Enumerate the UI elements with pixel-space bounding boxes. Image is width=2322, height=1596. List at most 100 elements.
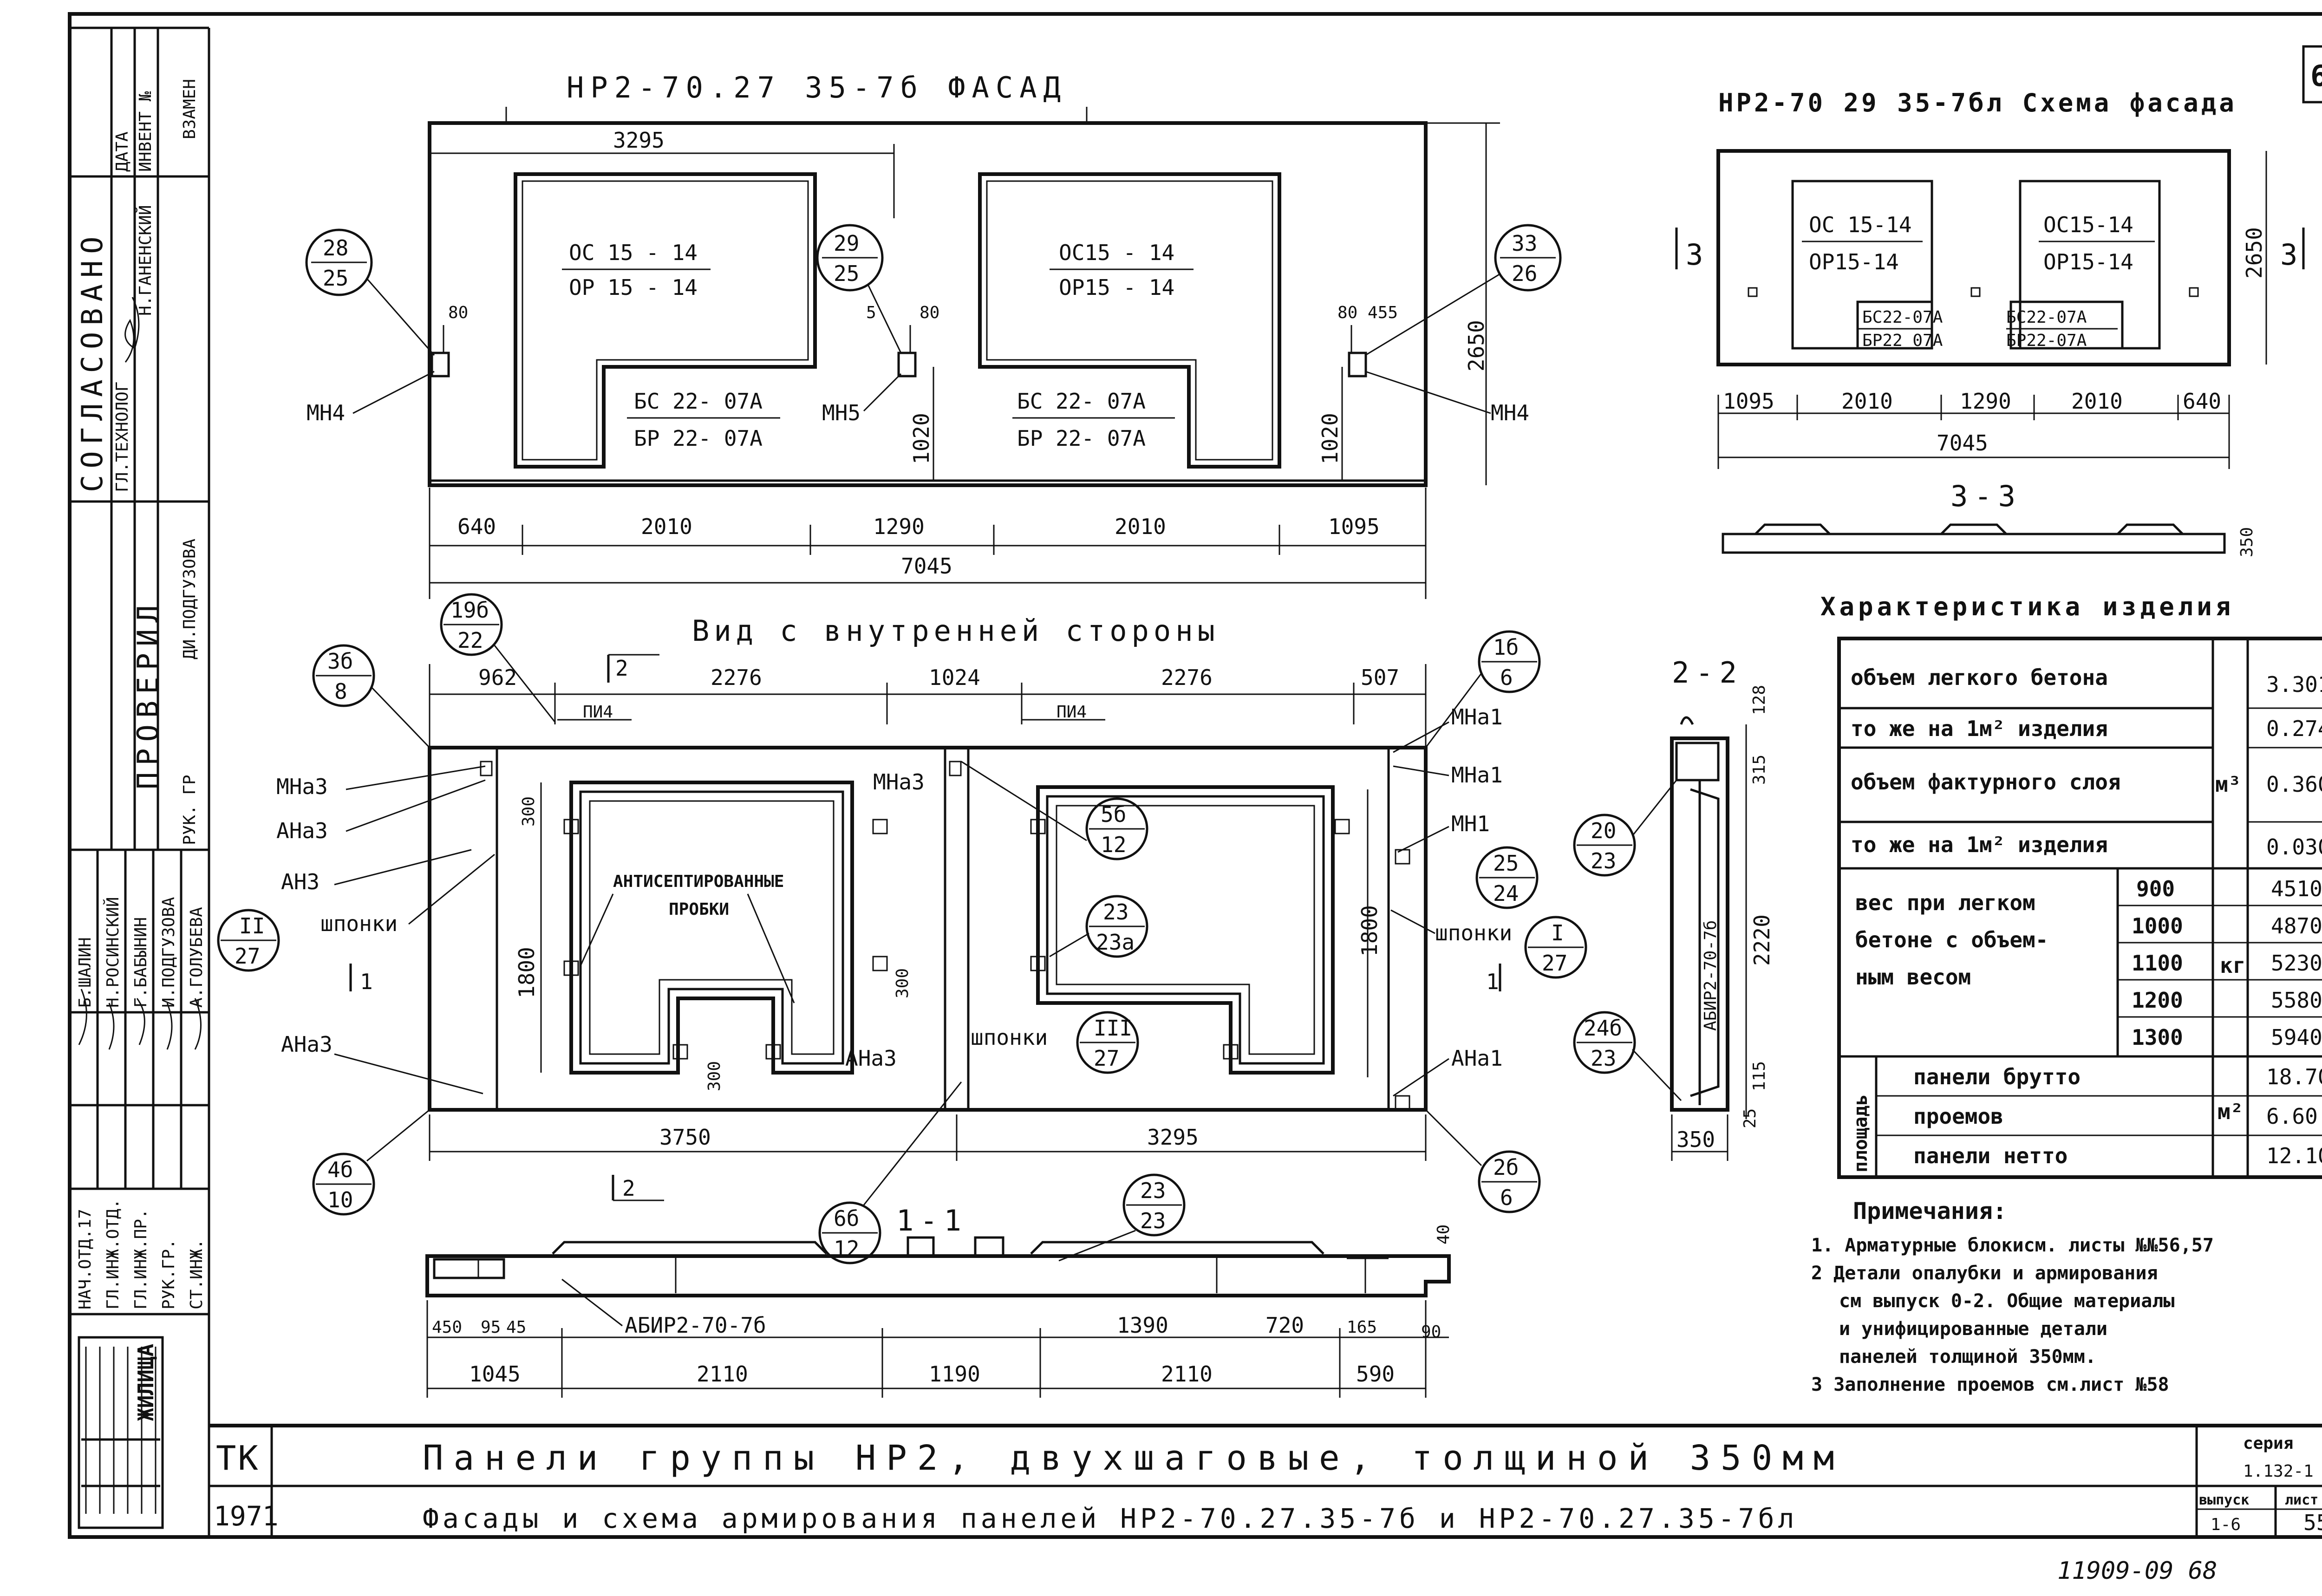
scheme-section-left: 3: [1686, 238, 1709, 272]
note-line-3: см выпуск 0-2. Общие материалы: [1839, 1290, 2174, 1312]
dim-1020-b: 1020: [1318, 413, 1343, 464]
svg-text:25: 25: [1493, 851, 1519, 876]
scheme-d2-top: БС22-07А: [2006, 308, 2087, 327]
dim-90: 90: [1421, 1322, 1441, 1342]
rebar-frame-2: [1036, 785, 1335, 1075]
issue-value: 1-6: [2211, 1515, 2241, 1534]
sheet-number-box: [2302, 45, 2322, 104]
rebar-frame-1: [569, 781, 854, 1075]
dim-2110-b: 2110: [1161, 1361, 1213, 1387]
svg-text:4б: 4б: [327, 1157, 353, 1182]
char-row-4-label: то же на 1м² изделия: [1851, 832, 2108, 857]
dim-128: 128: [1750, 685, 1769, 715]
svg-text:3б: 3б: [327, 649, 353, 674]
scheme-dim-2650: 2650: [2242, 227, 2267, 279]
scheme-dim-350: 350: [2237, 527, 2257, 557]
signer-role-3: ГЛ.ИНЖ.ПР.: [131, 1209, 150, 1309]
char-row-3-label: объем фактурного слоя: [1851, 769, 2121, 795]
svg-text:22: 22: [457, 628, 483, 653]
weight-label-1: вес при легком: [1855, 890, 2035, 915]
char-row-3-value: 0.360: [2266, 772, 2322, 797]
series-label: серия: [2243, 1434, 2293, 1453]
dim-720: 720: [1265, 1313, 1304, 1338]
unit-m2: м²: [2218, 1099, 2243, 1124]
dim-25: 25: [1741, 1108, 1760, 1128]
plate-mh4-right: [1348, 352, 1367, 378]
scheme-w1-bot: ОР15-14: [1809, 249, 1899, 274]
density-1300: 1300: [2132, 1025, 2183, 1050]
label-mh4-left: МН4: [307, 400, 345, 425]
facade-total: 7045: [901, 554, 952, 579]
area-netto-value: 12.10: [2266, 1143, 2322, 1168]
svg-text:26: 26: [1512, 261, 1537, 286]
dim-2220: 2220: [1749, 914, 1774, 966]
dim-590: 590: [1356, 1361, 1395, 1387]
label-pi4-a: ПИ4: [583, 703, 613, 722]
svg-text:III: III: [1094, 1016, 1132, 1041]
scheme-door-1: [1856, 300, 1933, 350]
facade-dim-1290: 1290: [873, 514, 925, 539]
label-mna1-a: МНа1: [1451, 704, 1503, 730]
label-mna3-a: МНа3: [276, 774, 328, 799]
svg-text:23а: 23а: [1096, 930, 1135, 955]
dim-350: 350: [1676, 1127, 1715, 1152]
scheme-w2-bot: ОР15-14: [2043, 249, 2133, 274]
unit-kg: кг: [2220, 953, 2245, 978]
facade-dim-2010-b: 2010: [1115, 514, 1166, 539]
scheme-title: НР2-70 29 35-7бл Схема фасада: [1718, 88, 2237, 117]
issue-label: выпуск: [2199, 1492, 2249, 1508]
callout-33-26: 33 26: [1365, 224, 1562, 356]
window1-bot: ОР 15 - 14: [569, 275, 698, 300]
callout-24b-23: 24б 23: [1573, 1011, 1682, 1101]
weight-1200: 5580: [2271, 988, 2322, 1013]
dim-5: 5: [866, 303, 876, 322]
area-brutto-label: панели брутто: [1913, 1064, 2081, 1089]
door2-bot: БР 22- 07А: [1017, 426, 1146, 451]
scheme-panel: [1716, 149, 2231, 366]
scheme-dim-1095: 1095: [1723, 389, 1774, 414]
facade-dim-1095: 1095: [1328, 514, 1380, 539]
section-1-1-profile: [425, 1254, 1451, 1297]
inner-title: Вид с внутренней стороны: [692, 614, 1220, 648]
inner-dim-1024: 1024: [929, 665, 980, 690]
title-line-2: Фасады и схема армирования панелей НР2-7…: [423, 1503, 1798, 1534]
dim-3295: 3295: [613, 128, 665, 153]
plate-mh5: [897, 352, 917, 378]
dim-40: 40: [1434, 1225, 1453, 1244]
scheme-dim-1290: 1290: [1960, 389, 2011, 414]
section-1-1-title: 1-1: [896, 1204, 968, 1238]
inner-dim-300-a: 300: [519, 796, 538, 827]
svg-text:II: II: [239, 913, 265, 938]
weight-1000: 4870: [2271, 913, 2322, 938]
svg-text:10: 10: [327, 1187, 353, 1212]
callout-19b-22: 19б 22: [440, 593, 556, 723]
weight-900: 4510: [2271, 876, 2322, 901]
svg-text:12: 12: [1101, 832, 1126, 857]
signature-scribble: [124, 297, 140, 363]
signer-name-1: Б.ШАЛИН: [76, 937, 95, 1008]
agreed-header: СОГЛАСОВАНО: [75, 230, 109, 492]
section-3-3-profile: [1722, 523, 2226, 554]
label-shponki-c: шпонки: [971, 1025, 1048, 1050]
facade-panel: [428, 121, 1428, 487]
plate-mh4-left: [430, 352, 450, 378]
label-mn1: МН1: [1451, 811, 1490, 836]
svg-text:23: 23: [1591, 848, 1616, 873]
scheme-dim-2010-a: 2010: [1841, 389, 1893, 414]
sheet-value: 55: [2303, 1510, 2322, 1535]
title-line-1: Панели группы НР2, двухшаговые, толщиной…: [423, 1438, 1844, 1478]
scheme-section-right: 3: [2280, 238, 2304, 272]
svg-text:23: 23: [1140, 1208, 1166, 1233]
inner-panel: [428, 746, 1428, 1112]
dim-80-455: 80 455: [1337, 303, 1398, 322]
inventory-label: ИНВЕНТ №: [136, 91, 155, 172]
weight-1100: 5230: [2271, 951, 2322, 976]
series-value: 1.132-1: [2243, 1462, 2314, 1481]
svg-text:25: 25: [323, 266, 348, 291]
dim-80-a: 80: [448, 303, 468, 322]
note-line-6: 3 Заполнение проемов см.лист №58: [1811, 1374, 2169, 1395]
check-person: ДИ.ПОДГУЗОВА: [180, 539, 199, 659]
note-line-4: и унифицированные детали: [1839, 1318, 2107, 1340]
signer-role-1: НАЧ.ОТД.17: [76, 1209, 95, 1309]
